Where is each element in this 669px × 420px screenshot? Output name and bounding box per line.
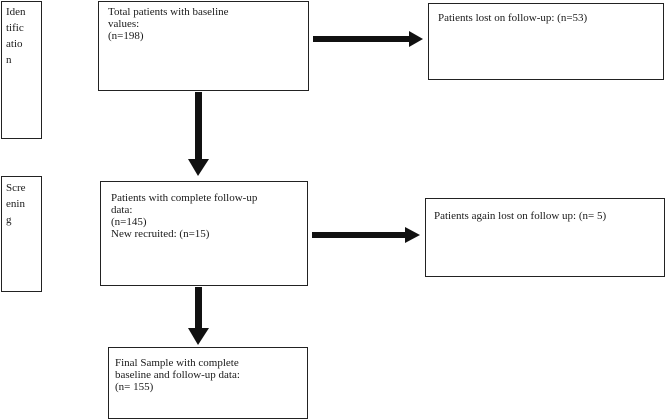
box-text-line: Final Sample with complete [115,357,239,369]
lost-followup-text: Patients lost on follow-up: (n=53) [438,12,587,24]
box-text-line: New recruited: (n=15) [111,228,210,240]
stage-label-identification: Iden tific atio n [6,4,26,68]
box-text-line: baseline and follow-up data: [115,369,240,381]
stage-label-line: tific [6,22,24,34]
complete-followup-text: Patients with complete follow-up data: (… [111,192,257,240]
lost-again-text: Patients again lost on follow up: (n= 5) [434,210,606,222]
arrow-head [188,328,209,345]
arrow-shaft [195,287,202,331]
arrow-complete-to-final [188,287,209,345]
stage-box-identification [1,1,42,139]
box-text-line: values: [108,18,140,30]
box-text-line: Patients with complete follow-up [111,192,258,204]
arrow-shaft [313,36,411,42]
arrow-baseline-to-lost [313,31,423,47]
box-text-line: Patients lost on follow-up: (n=53) [438,12,588,24]
baseline-patients-text: Total patients with baseline values: (n=… [108,6,229,42]
arrow-head [405,227,420,243]
box-text-line: (n=198) [108,30,144,42]
stage-label-screening: Scre enin g [6,180,26,228]
final-sample-box [108,347,308,419]
arrow-head [409,31,423,47]
baseline-patients-box [98,1,309,91]
stage-label-line: enin [6,198,25,210]
stage-label-line: n [6,54,12,66]
arrow-shaft [312,232,408,238]
box-text-line: (n=145) [111,216,147,228]
arrow-shaft [195,92,202,162]
stage-label-line: Scre [6,182,26,194]
box-text-line: data: [111,204,133,216]
arrow-complete-to-lost-again [312,227,420,243]
stage-label-line: Iden [6,6,26,18]
lost-again-box [425,198,665,277]
lost-followup-box [428,3,664,80]
box-text-line: (n= 155) [115,381,154,393]
final-sample-text: Final Sample with complete baseline and … [115,357,240,393]
arrow-baseline-to-complete [188,92,209,176]
stage-box-screening [1,176,42,292]
box-text-line: Total patients with baseline [108,6,229,18]
complete-followup-box [100,181,308,286]
arrow-head [188,159,209,176]
stage-label-line: atio [6,38,23,50]
box-text-line: Patients again lost on follow up: (n= 5) [434,210,607,222]
stage-label-line: g [6,214,12,226]
